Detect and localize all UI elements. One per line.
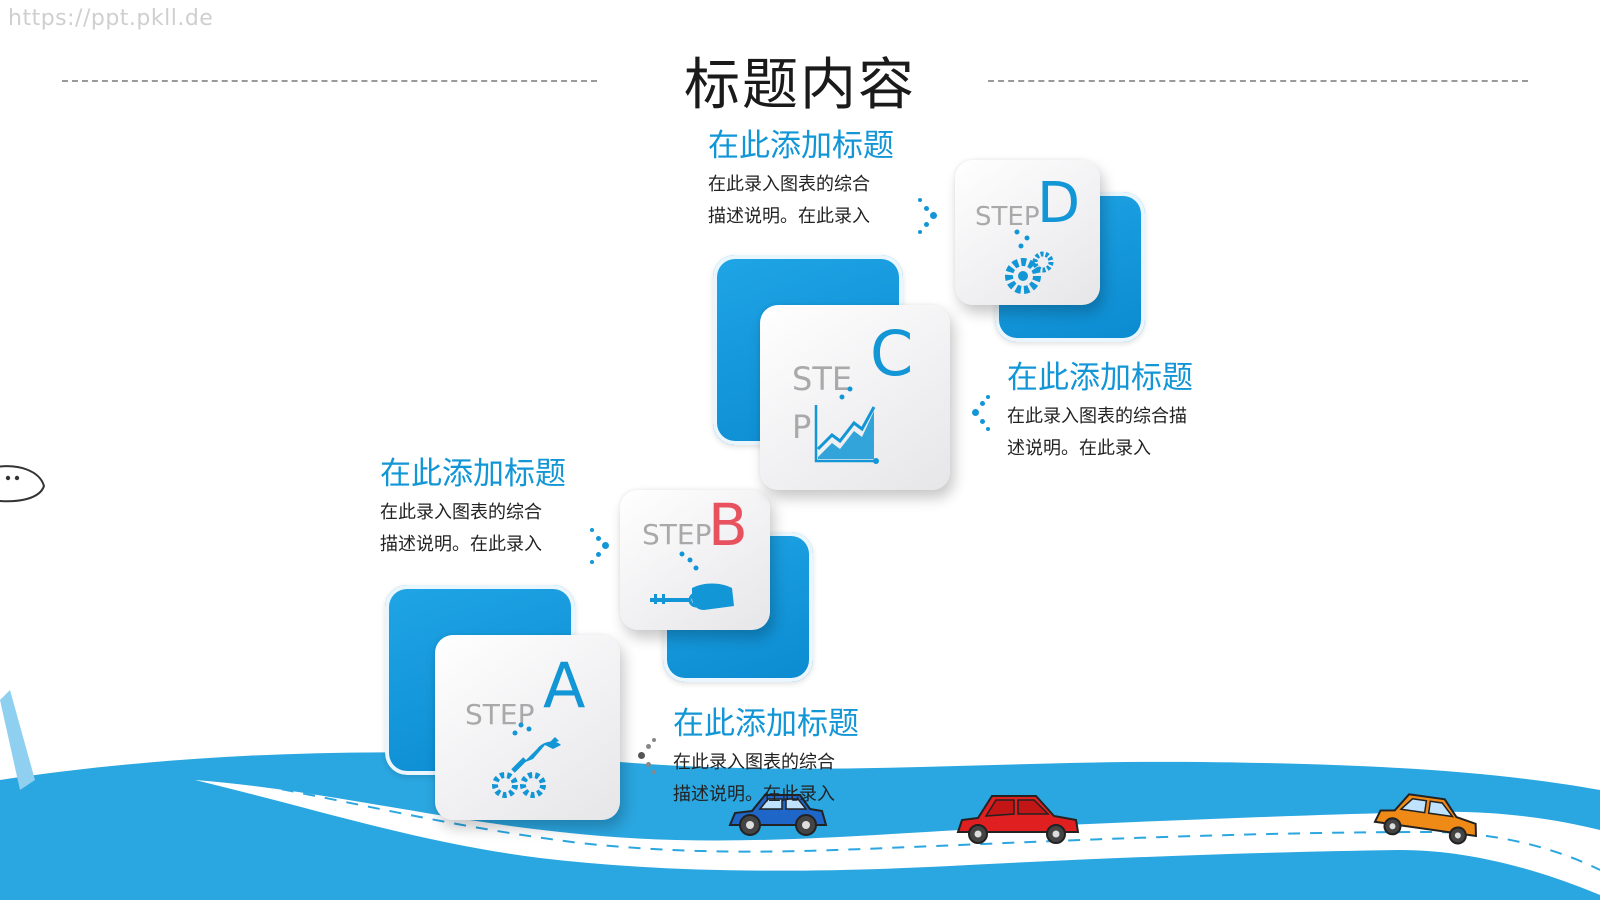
step-c-word: STEP	[792, 360, 853, 446]
step-b-word: STEP	[642, 518, 712, 551]
title-divider-left	[62, 80, 597, 82]
red-car-icon	[956, 795, 1080, 844]
block-d-line2: 描述说明。在此录入	[708, 206, 870, 227]
step-c-letter: C	[870, 317, 914, 390]
airplane-icon	[0, 465, 46, 503]
step-a-letter: A	[543, 649, 586, 722]
block-d-title: 在此添加标题	[708, 128, 894, 164]
dots-b	[590, 528, 610, 564]
step-b-letter: B	[708, 491, 748, 559]
text-block-b: 在此添加标题 在此录入图表的综合 描述说明。在此录入	[380, 448, 600, 561]
text-block-d: 在此添加标题 在此录入图表的综合 描述说明。在此录入	[708, 120, 928, 233]
dots-a	[638, 738, 658, 774]
step-card-b: STEP B	[620, 490, 770, 630]
watermark-text: https://ppt.pkll.de	[8, 6, 214, 31]
step-card-a: STEP A	[435, 635, 620, 820]
page-title: 标题内容	[684, 53, 916, 118]
block-c-line2: 述说明。在此录入	[1007, 438, 1151, 459]
block-b-line1: 在此录入图表的综合	[380, 502, 542, 523]
robot-arm-gears-icon	[492, 722, 561, 798]
blue-car-icon	[728, 794, 828, 836]
step-card-c: STEP C	[760, 305, 950, 490]
block-c-title: 在此添加标题	[1007, 360, 1193, 396]
block-b-line2: 描述说明。在此录入	[380, 534, 542, 555]
text-block-a: 在此添加标题 在此录入图表的综合 描述说明。在此录入	[673, 698, 893, 811]
dots-c	[972, 395, 992, 431]
block-b-title: 在此添加标题	[380, 456, 566, 492]
block-c-line1: 在此录入图表的综合描	[1007, 406, 1187, 427]
step-d-letter: D	[1037, 171, 1081, 236]
growth-chart-icon	[814, 386, 879, 464]
text-block-c: 在此添加标题 在此录入图表的综合描 述说明。在此录入	[1007, 352, 1237, 465]
title-divider-right	[988, 80, 1528, 82]
gears-icon	[1005, 229, 1054, 294]
block-a-line2: 描述说明。在此录入	[673, 784, 835, 805]
block-d-line1: 在此录入图表的综合	[708, 174, 870, 195]
dots-d	[918, 198, 938, 234]
step-d-word: STEP	[975, 202, 1040, 232]
block-a-title: 在此添加标题	[673, 706, 859, 742]
orange-car-icon	[1373, 793, 1477, 845]
block-a-line1: 在此录入图表的综合	[673, 752, 835, 773]
hand-key-icon	[650, 551, 734, 610]
step-card-d: STEP D	[955, 160, 1100, 305]
